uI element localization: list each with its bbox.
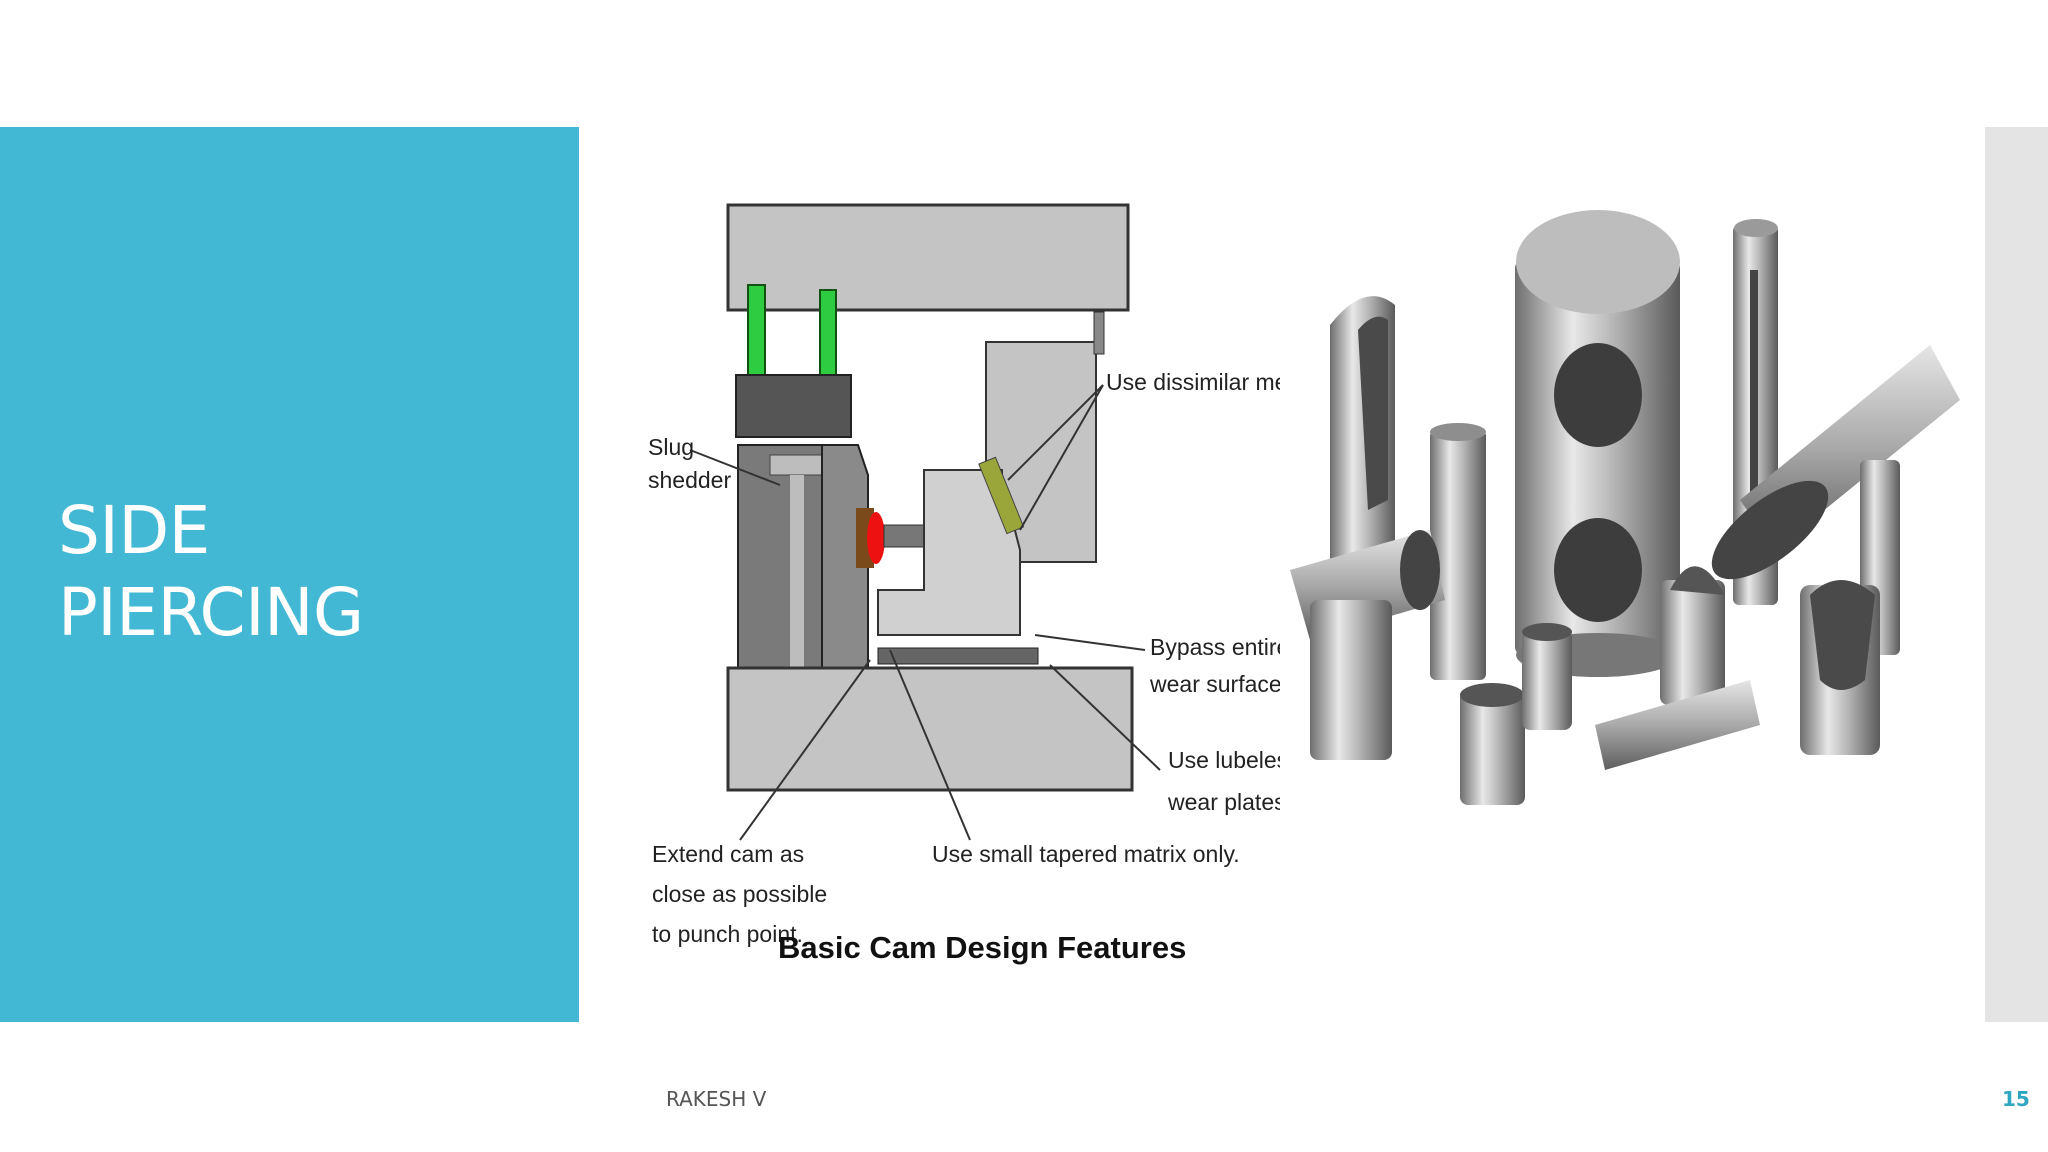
upper-die-plate xyxy=(726,203,1130,312)
wear-strip xyxy=(877,647,1039,665)
slide-number: 15 xyxy=(2002,1087,2030,1111)
pierced-tubes-illustration xyxy=(1290,210,1960,805)
label-extend-1: Extend cam as xyxy=(652,841,804,867)
punch-holder xyxy=(735,374,852,438)
label-tapered: Use small tapered matrix only. xyxy=(932,841,1240,867)
mitered-tube xyxy=(1330,296,1395,610)
die-section xyxy=(821,444,869,671)
label-lubeless-1: Use lubeless xyxy=(1168,747,1280,773)
right-edge-strip xyxy=(1985,127,2048,1022)
label-bypass-1: Bypass entire xyxy=(1150,634,1280,660)
label-shedder: shedder xyxy=(648,467,731,493)
large-tube xyxy=(1515,210,1680,677)
title-line-1: SIDE xyxy=(58,492,210,569)
tee-joint xyxy=(1290,530,1445,760)
leader-lines xyxy=(689,384,1161,841)
label-extend-3: to punch point. xyxy=(652,921,803,947)
label-extend-2: close as possible xyxy=(652,881,827,907)
spring-right xyxy=(819,289,837,376)
label-bypass-2: wear surface. xyxy=(1149,671,1280,697)
label-slug: Slug xyxy=(648,434,694,460)
cam-design-diagram: Slug shedder Use dissimilar metals. Bypa… xyxy=(648,203,1280,965)
wear-plate xyxy=(978,456,1025,535)
label-dissimilar: Use dissimilar metals. xyxy=(1106,369,1280,395)
notched-tube xyxy=(1430,423,1486,680)
spring-left xyxy=(747,284,766,376)
punch-shank xyxy=(883,524,925,548)
angled-pipe xyxy=(1711,345,1960,580)
punch-point xyxy=(867,512,885,564)
pin xyxy=(1093,311,1105,355)
shedder-stem xyxy=(790,475,804,670)
slide-title: SIDE PIERCING xyxy=(58,490,364,654)
figure-caption: Basic Cam Design Features xyxy=(778,930,1186,965)
label-lubeless-2: wear plates. xyxy=(1167,789,1280,815)
pressure-pad xyxy=(737,444,823,676)
accent-band xyxy=(0,127,579,1022)
title-line-2: PIERCING xyxy=(58,574,364,651)
footer-author: RAKESH V xyxy=(666,1087,767,1111)
slug-shedder-part xyxy=(769,454,823,476)
small-tubes xyxy=(1460,566,1880,805)
lower-die-plate xyxy=(726,666,1134,792)
